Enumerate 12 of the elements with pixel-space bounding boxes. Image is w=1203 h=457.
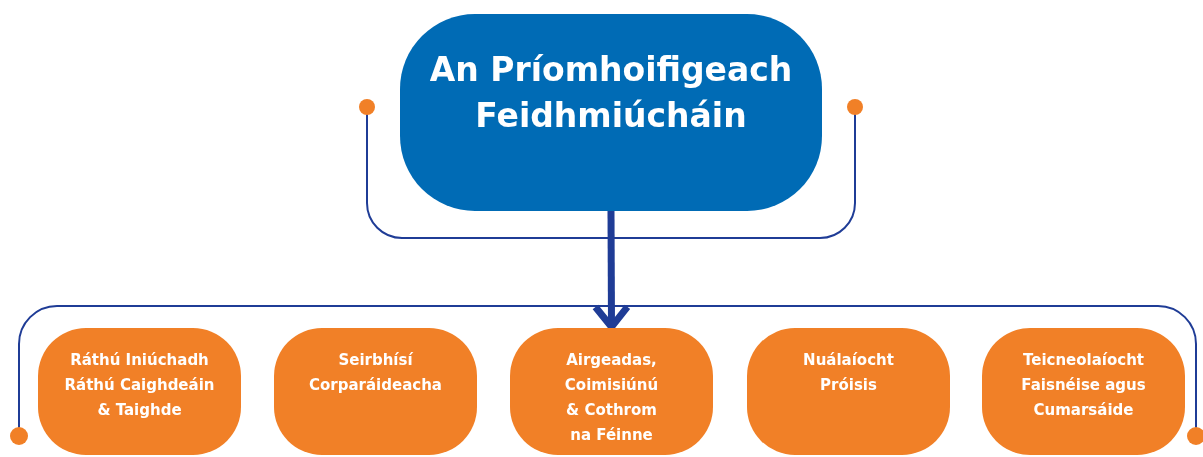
department-box — [747, 328, 950, 455]
department-box — [274, 328, 477, 455]
department-box — [38, 328, 241, 455]
department-name: Nuálaíocht Próisis — [802, 350, 895, 396]
department-name: Airgeadas, Coimisiúnú & Cothrom na Féinne — [563, 350, 660, 446]
department-name: Teicneolaíocht Faisnéise agus Cumarsáide — [1020, 350, 1147, 421]
department-name: Ráthú Iniúchadh Ráthú Caighdeáin & Taighde — [63, 350, 216, 421]
arrow — [591, 211, 631, 331]
department-box — [982, 328, 1185, 455]
department-box — [510, 328, 713, 455]
title-text: An Príomhoifigeach Feidhmiúcháin — [428, 48, 794, 137]
department-name: Seirbhísí Corparáideacha — [308, 350, 443, 396]
